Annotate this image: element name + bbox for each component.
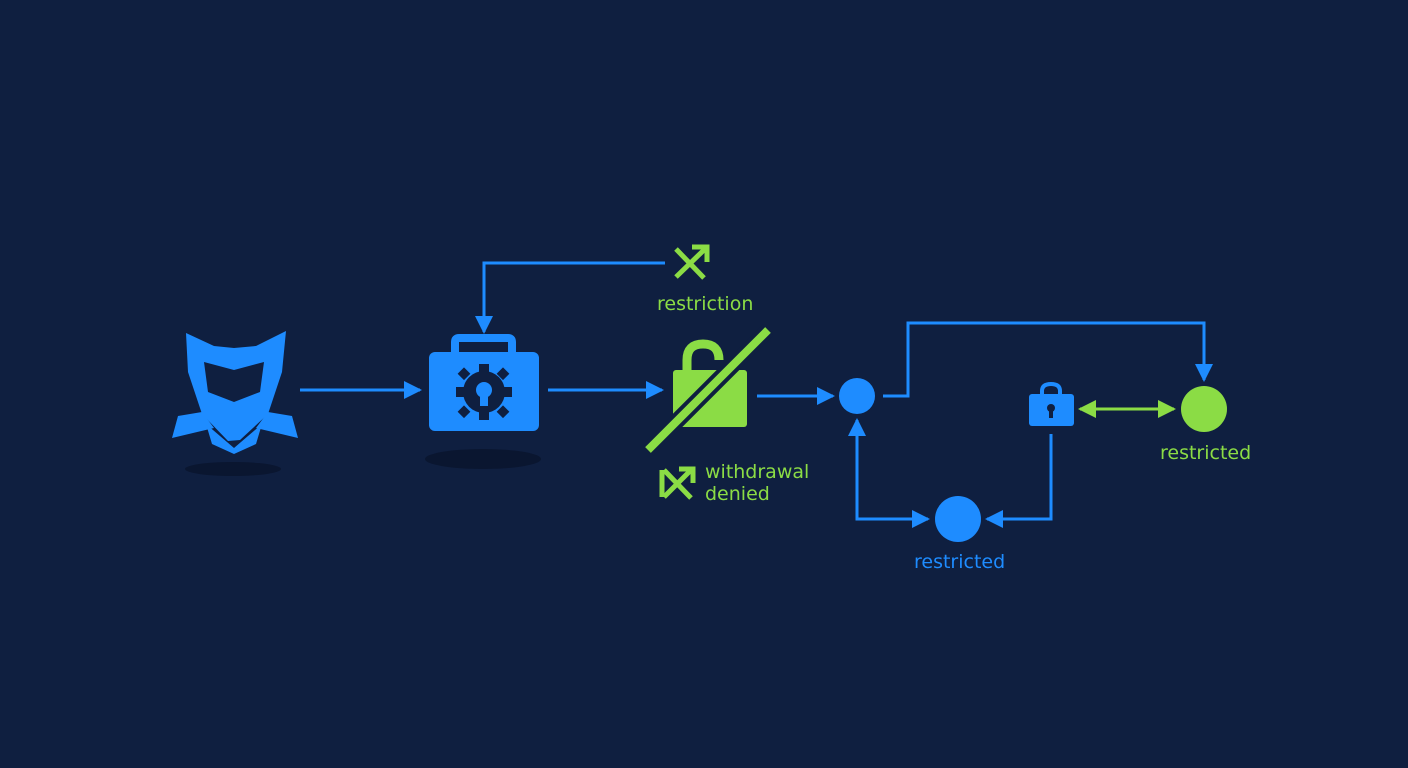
withdrawal-crossed-arrow-icon — [659, 466, 696, 500]
mask-shield-icon — [172, 331, 298, 454]
restricted-green-label: restricted — [1160, 442, 1252, 464]
restricted-green-node — [1181, 386, 1227, 432]
mask-shadow — [185, 462, 281, 476]
withdrawal-label-line1: withdrawal — [705, 461, 810, 483]
toolbox-gear-icon — [429, 334, 539, 431]
restricted-blue-label: restricted — [914, 551, 1006, 573]
arrow-loop-to-junction — [848, 418, 928, 521]
unlocked-padlock-struck-icon — [642, 324, 774, 456]
arrow-lock-to-restricted-blue — [985, 434, 1053, 528]
restriction-crossed-arrow-icon — [674, 244, 710, 280]
arrow-restriction-loop — [475, 261, 665, 334]
restricted-blue-node — [935, 496, 981, 542]
withdrawal-label-line2: denied — [705, 483, 770, 505]
restriction-label: restriction — [657, 293, 754, 315]
toolbox-shadow — [425, 449, 541, 469]
padlock-icon — [1029, 381, 1074, 426]
junction-node — [839, 378, 875, 414]
arrow-junction-to-restricted-green — [883, 321, 1213, 398]
